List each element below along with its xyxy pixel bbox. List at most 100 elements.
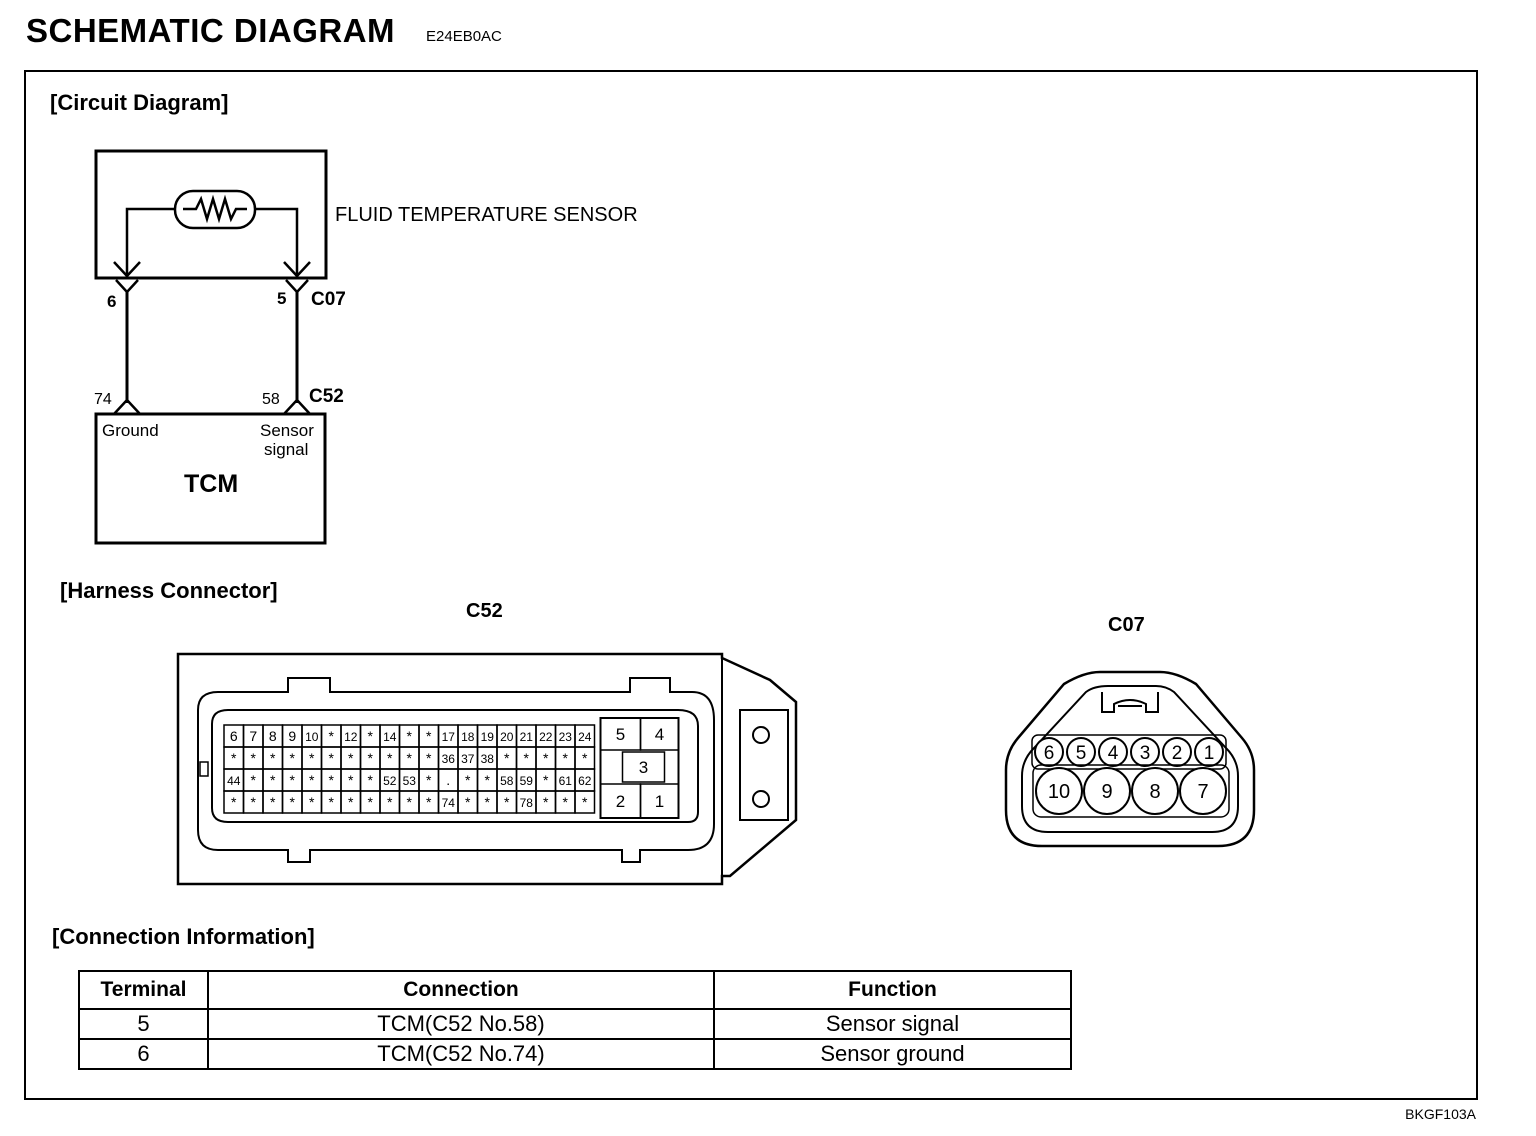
- c52-large-terminal-label: 2: [616, 792, 625, 811]
- c52-terminal-label: *: [387, 750, 393, 766]
- c07-large-terminal: [1083, 767, 1131, 815]
- c52-terminal-label: 36: [442, 752, 456, 766]
- figure-code: BKGF103A: [1405, 1106, 1476, 1122]
- c07-small-terminal: [1162, 737, 1192, 767]
- c52-terminal-label: *: [543, 750, 549, 766]
- c52-terminal-label: 9: [288, 728, 296, 744]
- c52-terminal-cell: [574, 790, 596, 814]
- c52-terminal-label: *: [290, 794, 296, 810]
- c52-terminal-label: *: [309, 772, 315, 788]
- c52-terminal-label: *: [426, 728, 432, 744]
- sensor-housing: [94, 149, 328, 280]
- c52-large-terminal: [639, 717, 680, 751]
- c07-small-terminal-label: 4: [1108, 743, 1119, 764]
- table-row: 6 TCM(C52 No.74) Sensor ground: [78, 1038, 1072, 1070]
- c52-terminal-label: *: [231, 794, 237, 810]
- c52-terminal-label: *: [368, 794, 374, 810]
- c52-terminal-label: *: [368, 772, 374, 788]
- c52-terminal-label: 59: [520, 774, 534, 788]
- c07-small-terminal-label: 2: [1172, 743, 1183, 764]
- c52-terminal-label: *: [504, 750, 510, 766]
- c52-large-terminal: [621, 751, 666, 783]
- c52-terminal-label: 78: [520, 796, 534, 810]
- tcm-label: TCM: [184, 470, 238, 498]
- c52-terminal-label: 21: [520, 730, 534, 744]
- c52-terminal-label: 58: [500, 774, 514, 788]
- c52-terminal-label: 22: [539, 730, 553, 744]
- c52-connector-label: C52: [466, 600, 503, 622]
- c07-small-terminal: [1194, 737, 1224, 767]
- c07-large-terminal: [1131, 767, 1179, 815]
- section-harness-connector: [Harness Connector]: [60, 578, 278, 603]
- c07-small-terminal: [1066, 737, 1096, 767]
- c52-terminal-label: *: [524, 750, 530, 766]
- c52-terminal-label: 17: [442, 730, 456, 744]
- c52-terminal-label: 44: [227, 774, 241, 788]
- c52-terminal-label: 7: [249, 728, 257, 744]
- c52-terminal-label: *: [465, 794, 471, 810]
- header-connection: Connection: [207, 970, 715, 1010]
- c52-large-terminal: [639, 783, 680, 819]
- c52-large-terminal-label: 3: [639, 758, 648, 777]
- c07-small-terminal-label: 5: [1076, 743, 1087, 764]
- c52-terminal-label: 23: [559, 730, 573, 744]
- c07-small-terminal: [1034, 737, 1064, 767]
- c52-terminal-label: *: [270, 750, 276, 766]
- sensor-label: FLUID TEMPERATURE SENSOR: [335, 204, 638, 226]
- c07-small-terminal-label: 3: [1140, 743, 1151, 764]
- thermistor-symbol: [173, 189, 257, 230]
- c52-terminal-label: 38: [481, 752, 495, 766]
- table-cell-connection: TCM(C52 No.74): [207, 1038, 715, 1070]
- connection-table: Terminal Connection Function 5 TCM(C52 N…: [78, 970, 1072, 1070]
- c52-terminal-label: *: [329, 772, 335, 788]
- c52-terminal-label: *: [368, 728, 374, 744]
- table-cell-function: Sensor ground: [713, 1038, 1072, 1070]
- c52-terminal-label: *: [329, 750, 335, 766]
- c52-terminal-label: 52: [383, 774, 397, 788]
- c52-pin-74-chevron: [113, 398, 141, 415]
- c52-terminal-label: *: [582, 750, 588, 766]
- c52-terminal-label: 6: [230, 728, 238, 744]
- c52-terminal-label: *: [329, 728, 335, 744]
- pin-label-sensor: Sensor: [260, 421, 314, 440]
- c07-small-terminal: [1130, 737, 1160, 767]
- connector-c07-label: C07: [311, 289, 346, 310]
- c52-pin-58-chevron: [283, 398, 311, 415]
- c52-terminal-label: *: [251, 772, 257, 788]
- c52-terminal-label: *: [348, 794, 354, 810]
- c52-terminal-label: 10: [305, 730, 319, 744]
- c07-pin-6-number: 6: [107, 292, 116, 311]
- c52-terminal-label: .: [446, 772, 450, 788]
- table-cell-terminal: 5: [78, 1008, 209, 1040]
- c52-terminal-label: 53: [403, 774, 417, 788]
- header-terminal: Terminal: [78, 970, 209, 1010]
- c52-terminal-label: 19: [481, 730, 495, 744]
- c52-large-terminal-label: 5: [616, 725, 625, 744]
- c52-terminal-label: *: [368, 750, 374, 766]
- sensor-lead-right: [255, 207, 299, 276]
- c07-large-row-frame: [1032, 764, 1230, 818]
- c52-terminal-label: *: [407, 750, 413, 766]
- c52-terminal-label: *: [270, 772, 276, 788]
- c07-terminal-5-arrow: [283, 261, 311, 278]
- c52-terminal-label: *: [407, 794, 413, 810]
- c07-large-terminal-label: 9: [1101, 781, 1112, 803]
- c52-terminal-label: *: [309, 750, 315, 766]
- c52-terminal-label: *: [329, 794, 335, 810]
- c52-terminal-label: *: [348, 772, 354, 788]
- section-connection-information: [Connection Information]: [52, 924, 315, 949]
- connector-c52-label: C52: [309, 386, 344, 407]
- c52-terminal-label: *: [426, 772, 432, 788]
- c52-terminal-label: *: [485, 772, 491, 788]
- c52-terminal-label: 12: [344, 730, 358, 744]
- c52-terminal-label: 18: [461, 730, 475, 744]
- c52-terminal-label: *: [251, 794, 257, 810]
- c52-pin-58-number: 58: [262, 391, 280, 408]
- c07-connector-label: C07: [1108, 614, 1145, 636]
- c52-terminal-label: *: [543, 794, 549, 810]
- c52-terminal-label: *: [485, 794, 491, 810]
- c52-terminal-label: 62: [578, 774, 592, 788]
